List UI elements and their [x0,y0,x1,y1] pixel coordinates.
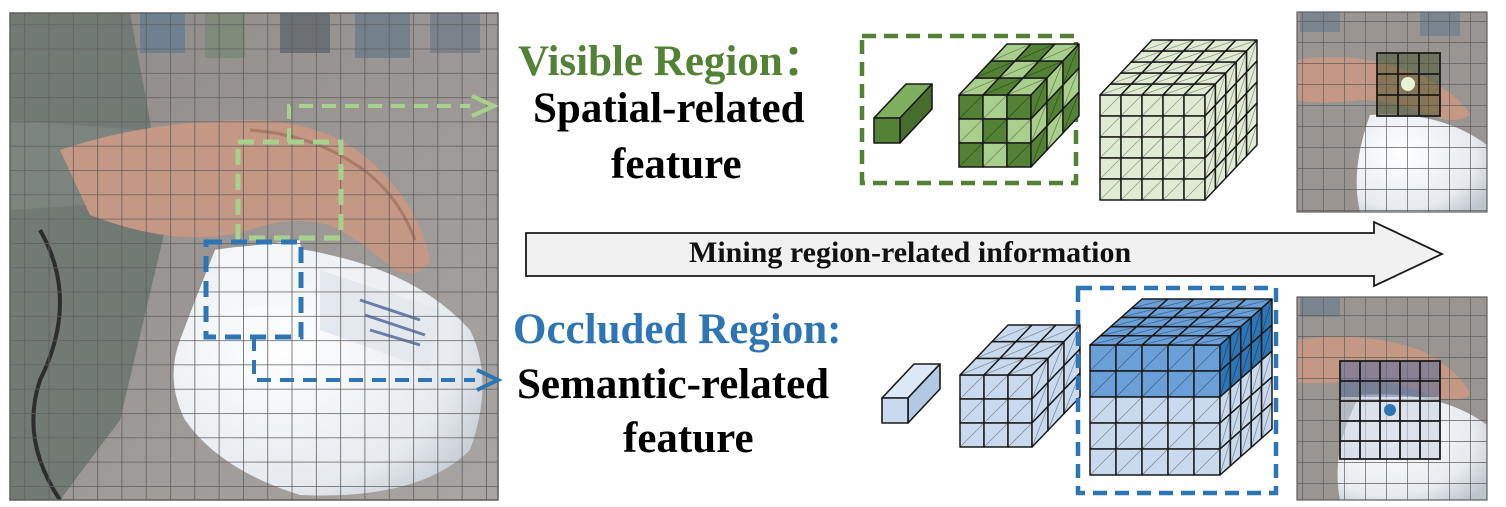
visible-local-cube [958,43,1080,168]
occluded-feature-box [1075,285,1279,496]
visible-token-cube [873,83,933,144]
semantic-feature-line1: Semantic-related [517,361,830,408]
mining-arrow-label: Mining region-related information [689,236,1132,269]
mining-arrow [525,220,1445,288]
occluded-local-cube [959,324,1081,448]
semantic-feature-line2: feature [623,415,754,462]
spatial-feature-line2: feature [611,141,742,188]
visible-feature-map-cube [1099,39,1258,201]
occluded-feature-map-cube [1089,298,1273,476]
occluded-result-photo [1297,297,1487,500]
occluded-dashed-arrow [252,337,503,392]
occluded-token-cube [881,363,941,424]
visible-dashed-arrow [287,94,499,142]
main-photo [10,13,498,500]
visible-result-photo [1297,12,1487,212]
spatial-feature-line1: Spatial-related [533,85,805,132]
visible-region-title: Visible Region： [518,38,826,85]
occluded-region-title: Occluded Region: [513,306,842,353]
